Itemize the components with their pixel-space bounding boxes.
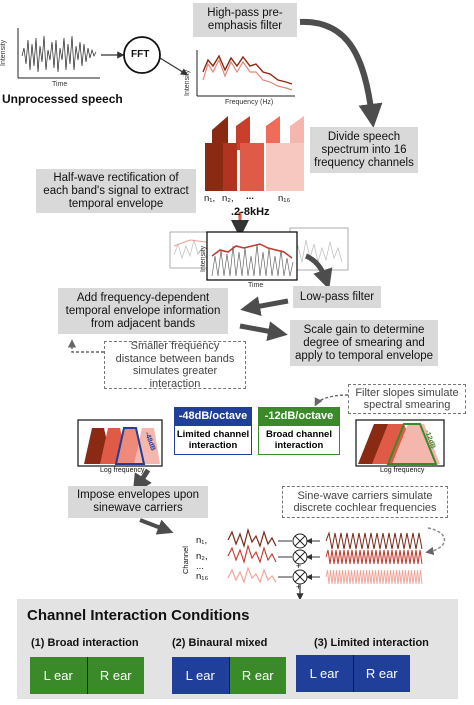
- scalegain-box: Scale gain to determine degree of smeari…: [290, 320, 438, 366]
- condition-3-ears: L ear R ear: [296, 655, 410, 692]
- slope-broad-header: -12dB/octave: [258, 407, 340, 425]
- envelope-ylabel: Intensity: [200, 245, 207, 272]
- logplot-right-xlabel: Log frequency: [380, 467, 425, 474]
- condition-3-left-ear: L ear: [296, 655, 354, 692]
- carrier-label-ellipsis: ...: [196, 561, 204, 572]
- condition-2-ears: L ear R ear: [172, 657, 286, 694]
- adddep-box: Add frequency-dependent temporal envelop…: [58, 288, 228, 334]
- carrier-label-1: n₁,: [196, 535, 208, 546]
- arrow-to-divide: [299, 18, 383, 128]
- channel-label-ellipsis: ...: [246, 191, 254, 202]
- svg-text:+: +: [296, 561, 301, 571]
- unprocessed-xlabel: Time: [52, 81, 68, 88]
- unprocessed-waveform: [17, 28, 100, 79]
- arrow-fft-to-spectrum: [159, 57, 189, 76]
- channel-bars: [205, 116, 304, 191]
- dashed-arrow-filterslopes: [314, 394, 349, 407]
- spectrum-plot: [196, 50, 295, 97]
- smaller-note: Smaller frequency distance between bands…: [104, 340, 246, 390]
- envelope-freq: .2-8kHz: [231, 206, 270, 218]
- channel-label-16: n₁₆: [278, 193, 291, 204]
- conditions-panel: Channel Interaction Conditions (1) Broad…: [17, 599, 458, 699]
- highpass-box: High-pass pre-emphasis filter: [193, 3, 297, 37]
- condition-2-label: (2) Binaural mixed: [172, 637, 268, 649]
- slope-broad-body: Broad channel interaction: [258, 425, 340, 455]
- condition-1-left-ear: L ear: [30, 657, 88, 694]
- arrow-to-adddep: [240, 296, 289, 317]
- condition-1-ears: L ear R ear: [30, 657, 144, 694]
- carriers-ylabel: Channel: [181, 546, 190, 574]
- logplot-left: [77, 419, 163, 467]
- channel-label-1: n₁,: [204, 193, 216, 204]
- slope-limited-body: Limited channel interaction: [174, 425, 252, 455]
- spectrum-ylabel: Intensity: [184, 69, 191, 96]
- condition-2-left-ear: L ear: [172, 657, 230, 694]
- conditions-title: Channel Interaction Conditions: [27, 607, 250, 624]
- condition-1-label: (1) Broad interaction: [31, 637, 139, 649]
- halfwave-box: Half-wave rectification of each band's s…: [36, 169, 196, 213]
- lowpass-box: Low-pass filter: [293, 286, 381, 308]
- unprocessed-ylabel: Intensity: [0, 39, 7, 66]
- carrier-label-2: n₂,: [196, 551, 208, 562]
- arrow-to-scalegain: [239, 321, 288, 342]
- divide-box: Divide speech spectrum into 16 frequency…: [310, 127, 418, 173]
- svg-text:+: +: [296, 582, 301, 592]
- dashed-arrow-sinewave: [425, 527, 446, 556]
- condition-3-label: (3) Limited interaction: [314, 637, 429, 649]
- carrier-envelopes: + +: [227, 527, 423, 601]
- envelope-xlabel: Time: [248, 282, 264, 289]
- arrow-impose-to-carriers: [139, 518, 174, 535]
- condition-2-right-ear: R ear: [229, 657, 286, 694]
- unprocessed-title: Unprocessed speech: [2, 92, 123, 106]
- dashed-arrow-smaller: [67, 339, 104, 353]
- condition-3-right-ear: R ear: [353, 655, 410, 692]
- logplot-right: [355, 419, 445, 467]
- impose-box: Impose envelopes upon sinewave carriers: [68, 486, 208, 518]
- condition-1-right-ear: R ear: [87, 657, 144, 694]
- arrow-to-impose: [132, 468, 152, 495]
- spectrum-xlabel: Frequency (Hz): [225, 99, 274, 106]
- arrow-to-lowpass: [304, 253, 333, 290]
- filterslopes-note: Filter slopes simulate spectral smearing: [348, 384, 466, 414]
- logplot-left-xlabel: Log frequency: [100, 467, 145, 474]
- fft-node: [123, 36, 161, 74]
- slope-limited-header: -48dB/octave: [174, 407, 252, 425]
- fft-label: FFT: [131, 49, 150, 60]
- channel-label-2: n₂,: [222, 193, 234, 204]
- sinewave-note: Sine-wave carriers simulate discrete coc…: [282, 486, 448, 518]
- carrier-label-16: n₁₆: [196, 571, 209, 582]
